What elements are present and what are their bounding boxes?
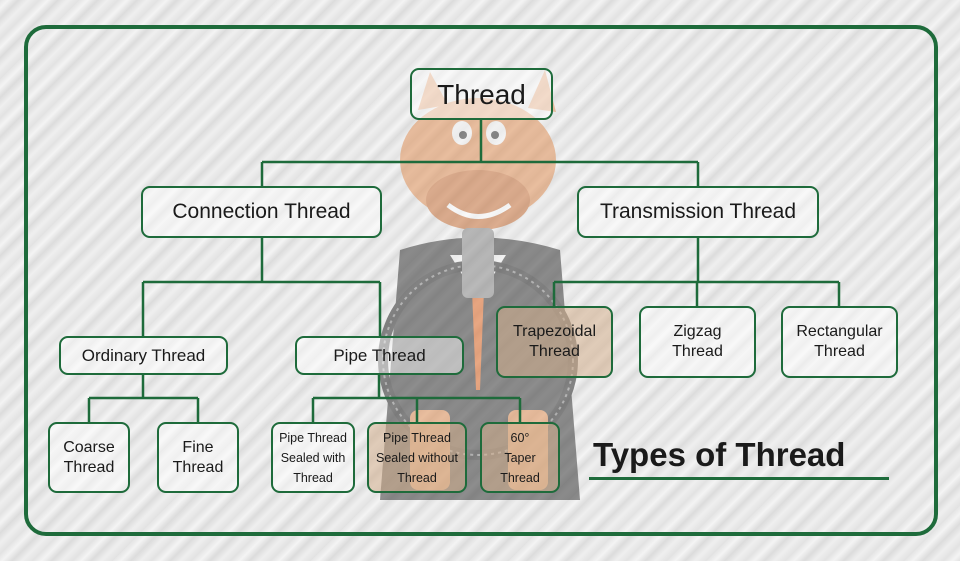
node-ordinary-thread: Ordinary Thread: [59, 336, 228, 375]
edge-connection-children: [141, 238, 382, 336]
diagram-frame: [24, 25, 938, 536]
node-thread: Thread: [410, 68, 553, 120]
node-connection-thread: Connection Thread: [141, 186, 382, 238]
edge-ordinary-children: [87, 375, 200, 422]
diagram-title: Types of Thread: [593, 436, 846, 473]
title-underline: [589, 477, 889, 480]
edge-transmission-children: [552, 238, 841, 306]
node-pipe-thread: Pipe Thread: [295, 336, 464, 375]
edge-pipe-children: [311, 375, 522, 422]
node-transmission-thread: Transmission Thread: [577, 186, 819, 238]
edge-root-children: [260, 120, 700, 186]
